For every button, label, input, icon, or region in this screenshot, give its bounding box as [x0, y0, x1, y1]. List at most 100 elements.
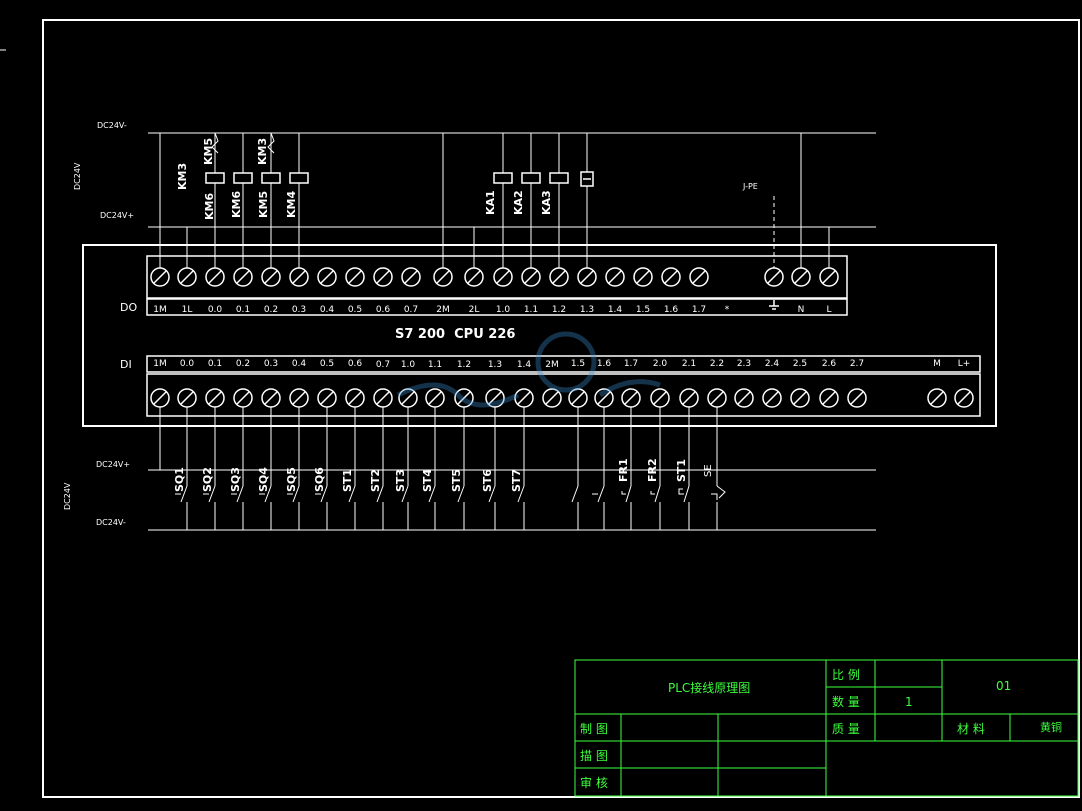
di-terminal-screw [514, 388, 534, 408]
do-terminal-screw [464, 267, 484, 287]
do-terminal-label: 2M [436, 305, 450, 315]
plc-body [82, 244, 997, 427]
do-terminal-label: 1.4 [608, 305, 623, 315]
output-wiring [159, 132, 830, 268]
di-terminal-label: 2.0 [653, 359, 668, 369]
do-terminal-screw [177, 267, 197, 287]
do-terminal-label: 1.0 [496, 305, 511, 315]
do-terminal-label: 0.7 [404, 305, 418, 315]
input-device-label: SE [703, 464, 714, 477]
coil-ka2 [521, 172, 541, 184]
plc-di-tag: DI [120, 358, 132, 371]
drawing-number: 01 [996, 679, 1011, 693]
do-terminal-label: 0.3 [292, 305, 306, 315]
di-terminal-label: 2.2 [710, 359, 724, 369]
interlock-contact-km3 [267, 132, 275, 154]
mass-label: 质 量 [832, 722, 860, 736]
do-terminal-screw [433, 267, 453, 287]
di-terminal-label: 2.5 [793, 359, 807, 369]
checked-label: 审 核 [580, 775, 608, 790]
input-device-label: SQ4 [257, 467, 270, 492]
di-terminal-label: 1.5 [571, 359, 585, 369]
scale-label: 比 例 [832, 668, 860, 682]
do-terminal-screw [521, 267, 541, 287]
di-terminal-label: 0.4 [292, 359, 307, 369]
di-terminal-label: 0.5 [320, 359, 334, 369]
do-terminal-label: 1.7 [692, 305, 706, 315]
input-device-label: ST7 [510, 469, 523, 492]
material-value: 黄铜 [1040, 720, 1062, 734]
di-terminal-screw [762, 388, 782, 408]
do-terminal-label: 1.3 [580, 305, 594, 315]
di-terminal-label: 2.3 [737, 359, 751, 369]
coil-0-0 [205, 172, 225, 184]
do-terminal-screw [689, 267, 709, 287]
di-terminal-screw [790, 388, 810, 408]
limit-switch-contact [175, 485, 188, 503]
label-km3-top: KM3 [176, 163, 189, 190]
di-terminal-screw [847, 388, 867, 408]
interlock-contact-km5 [211, 132, 219, 154]
di-terminal-label: 1M [153, 359, 167, 369]
label-ka1: KA1 [484, 190, 497, 215]
plc-model-title: S7 200 CPU 226 [395, 327, 515, 342]
di-terminal-label: L+ [958, 359, 971, 369]
di-terminal-label: 0.1 [208, 359, 222, 369]
ground-icon [769, 300, 779, 310]
do-terminal-screw [764, 267, 784, 287]
do-terminal-screw [345, 267, 365, 287]
do-terminal-screw [261, 267, 281, 287]
rail-label-di-minus: DC24V- [96, 518, 126, 527]
rail-label-di-side: DC24V [63, 482, 72, 510]
di-terminal-label: 1.3 [488, 360, 502, 370]
pushbutton-contact [457, 485, 465, 503]
supply-rails [148, 132, 876, 531]
di-terminal-screw [650, 388, 670, 408]
label-ka3: KA3 [540, 190, 553, 215]
input-device-label: SQ1 [173, 467, 186, 492]
traced-label: 描 图 [580, 749, 608, 763]
watermark-logo [396, 331, 661, 408]
di-terminal-label: 1.6 [597, 359, 612, 369]
lamp-icon [580, 171, 594, 187]
di-terminal-label: 0.0 [180, 359, 195, 369]
di-terminal-screw [233, 388, 253, 408]
di-terminal-label: 0.3 [264, 359, 278, 369]
coil-0-2 [261, 172, 281, 184]
limit-switch-contact [259, 485, 272, 503]
output-device-labels: KM3 KM5 KM3 KM6 KM6 KM5 KM4 KA1 KA2 KA3 … [176, 138, 758, 220]
di-terminal-screw [373, 388, 393, 408]
do-terminal-screw [661, 267, 681, 287]
di-terminal-label: 2.7 [850, 359, 864, 369]
drawing-title: PLC接线原理图 [668, 680, 750, 695]
coil-0-3 [289, 172, 309, 184]
do-terminal-screw [819, 267, 839, 287]
do-terminal-label: 1L [182, 305, 193, 315]
stop-button-contact [678, 407, 690, 530]
di-terminal-screw [345, 388, 365, 408]
do-terminal-label: 1.6 [664, 305, 679, 315]
di-terminal-screw [150, 388, 170, 408]
spare-contact [571, 407, 579, 530]
input-device-label: ST3 [394, 469, 407, 492]
drawn-label: 制 图 [580, 722, 608, 736]
label-km5: KM5 [257, 191, 270, 218]
di-terminal-label: 1.1 [428, 360, 442, 370]
outer-frame [42, 19, 1080, 798]
di-terminal-label: 1.0 [401, 360, 416, 370]
di-terminal-label: 2.4 [765, 359, 780, 369]
rail-label-do-side: DC24V [73, 162, 82, 190]
do-terminal-label: 1.5 [636, 305, 650, 315]
do-terminal-screw [633, 267, 653, 287]
do-terminal-label: 0.5 [348, 305, 362, 315]
coil-ka1 [493, 172, 513, 184]
rail-label-do-plus: DC24V+ [100, 211, 134, 220]
quantity-label: 数 量 [832, 694, 860, 709]
pushbutton-contact [517, 485, 525, 503]
input-device-label: ST4 [421, 469, 434, 492]
